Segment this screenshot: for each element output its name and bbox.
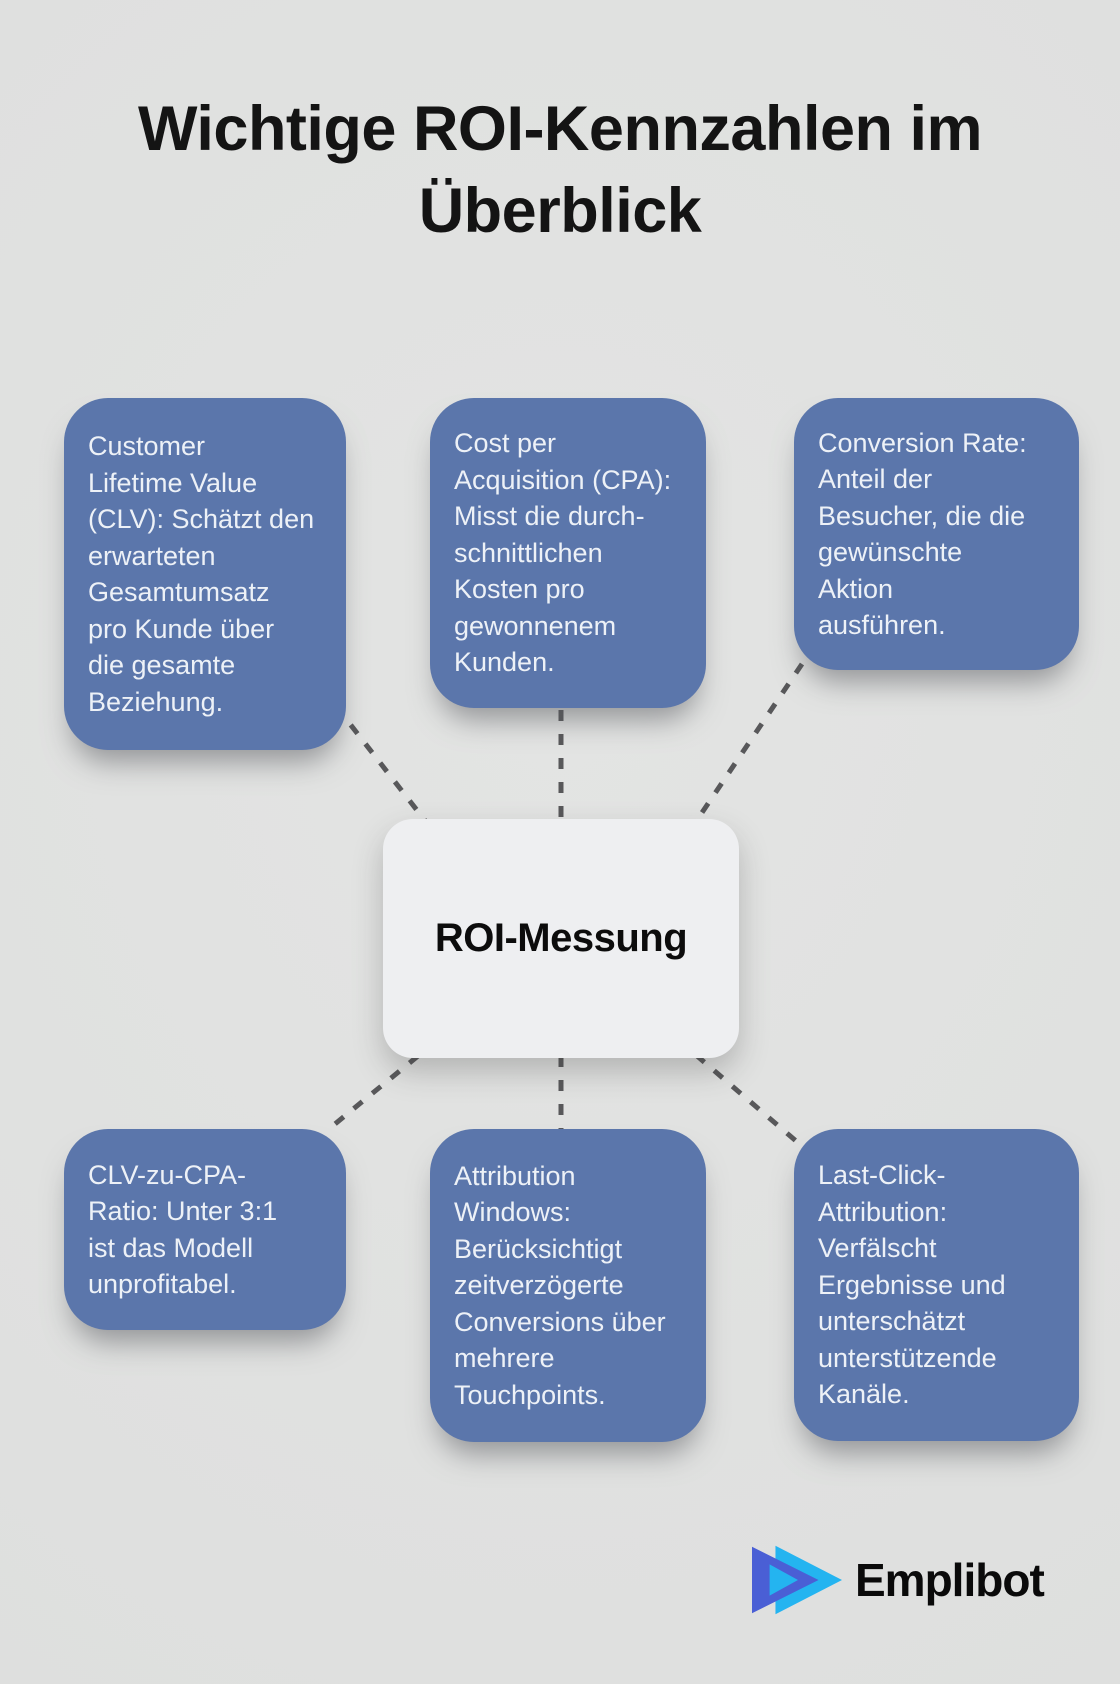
connector-line-top-left [334, 704, 432, 829]
metric-box-cpa-text: Cost per Acquisition (CPA): Misst die du… [454, 428, 672, 678]
metric-box-clv: Customer Lifetime Value (CLV): Schätzt d… [64, 398, 346, 750]
play-triangles-icon [752, 1545, 842, 1615]
connector-line-top-right [692, 662, 805, 825]
metric-box-clv-text: Customer Lifetime Value (CLV): Schätzt d… [88, 431, 315, 717]
logo-brand-text: Emplibot [855, 1554, 1045, 1606]
emplibot-logo: Emplibot [752, 1544, 1045, 1616]
connector-line-bottom-right [694, 1053, 805, 1149]
metric-box-last-click-attribution: Last-Click- Attribution: Verfälscht Erge… [794, 1129, 1079, 1441]
metric-box-clv-cpa-ratio-text: CLV-zu-CPA- Ratio: Unter 3:1 ist das Mod… [88, 1159, 278, 1300]
center-node-roi-messung: ROI-Messung [383, 819, 739, 1058]
metric-box-conversion-rate-text: Conversion Rate: Anteil der Besucher, di… [818, 427, 1027, 641]
metric-box-attribution-windows: Attribution Windows: Berücksichtigt zeit… [430, 1129, 706, 1442]
metric-box-last-click-attribution-text: Last-Click- Attribution: Verfälscht Erge… [818, 1160, 1006, 1410]
metric-box-cpa: Cost per Acquisition (CPA): Misst die du… [430, 398, 706, 708]
metric-box-clv-cpa-ratio: CLV-zu-CPA- Ratio: Unter 3:1 ist das Mod… [64, 1129, 346, 1330]
page-title: Wichtige ROI-Kennzahlen im Überblick [138, 94, 983, 246]
center-node-label: ROI-Messung [434, 916, 688, 960]
metric-box-attribution-windows-text: Attribution Windows: Berücksichtigt zeit… [454, 1160, 666, 1410]
metric-box-conversion-rate: Conversion Rate: Anteil der Besucher, di… [794, 398, 1079, 670]
connector-line-bottom-left [328, 1054, 420, 1130]
